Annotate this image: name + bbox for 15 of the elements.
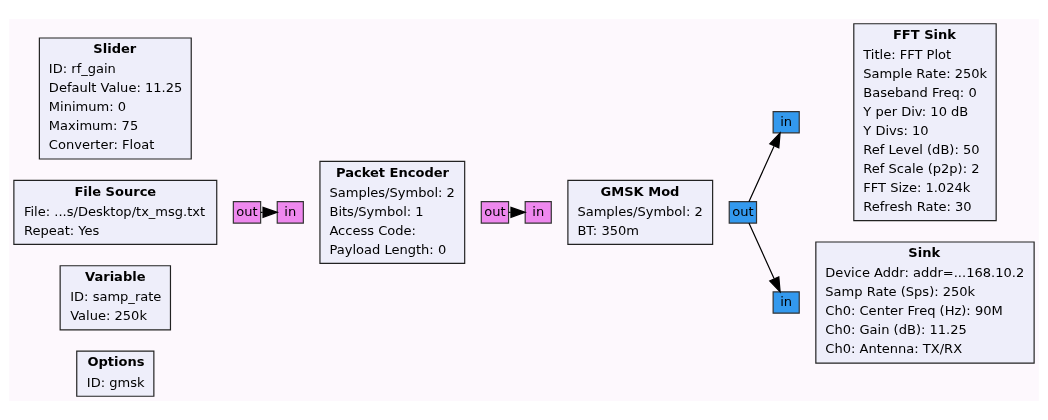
node-box: in <box>772 110 800 134</box>
arrow <box>748 222 781 294</box>
node-box: Options ID: gmsk <box>76 350 155 397</box>
node-box: File Source File: ...s/Desktop/tx_msg.txt Repeat: Yes <box>13 179 218 245</box>
node-box: Slider ID: rf_gain Default Value: 11.25 Minimum: 0 Maximum: 75 Converter: Float <box>38 37 192 160</box>
node-box: in <box>276 201 304 224</box>
node-box: in <box>772 291 800 314</box>
node-box: Variable ID: samp_rate Value: 250k <box>59 265 172 331</box>
node-box: in <box>524 201 552 224</box>
node-box: out <box>728 201 758 224</box>
node-box: Packet Encoder Samples/Symbol: 2 Bits/Symbol: 1 Access Code: Payload Length: 0 <box>319 160 466 264</box>
arrow <box>748 131 781 203</box>
node-box: Sink Device Addr: addr=...168.10.2 Samp Rate (Sps): 250k Ch0: Center Freq (Hz): 90M Ch0: Gain (dB): 11.25 Ch0: Antenna: TX/RX <box>815 241 1035 364</box>
node-box: FFT Sink Title: FFT Plot Sample Rate: 250k Baseband Freq: 0 Y per Div: 10 dB Y Divs: 10 Ref Level (dB): 50 Ref Scale (p2p): 2 FFT Size: 1.024k Refresh Rate: 30 <box>853 23 997 222</box>
node-box: GMSK Mod Samples/Symbol: 2 BT: 350m <box>567 179 714 245</box>
